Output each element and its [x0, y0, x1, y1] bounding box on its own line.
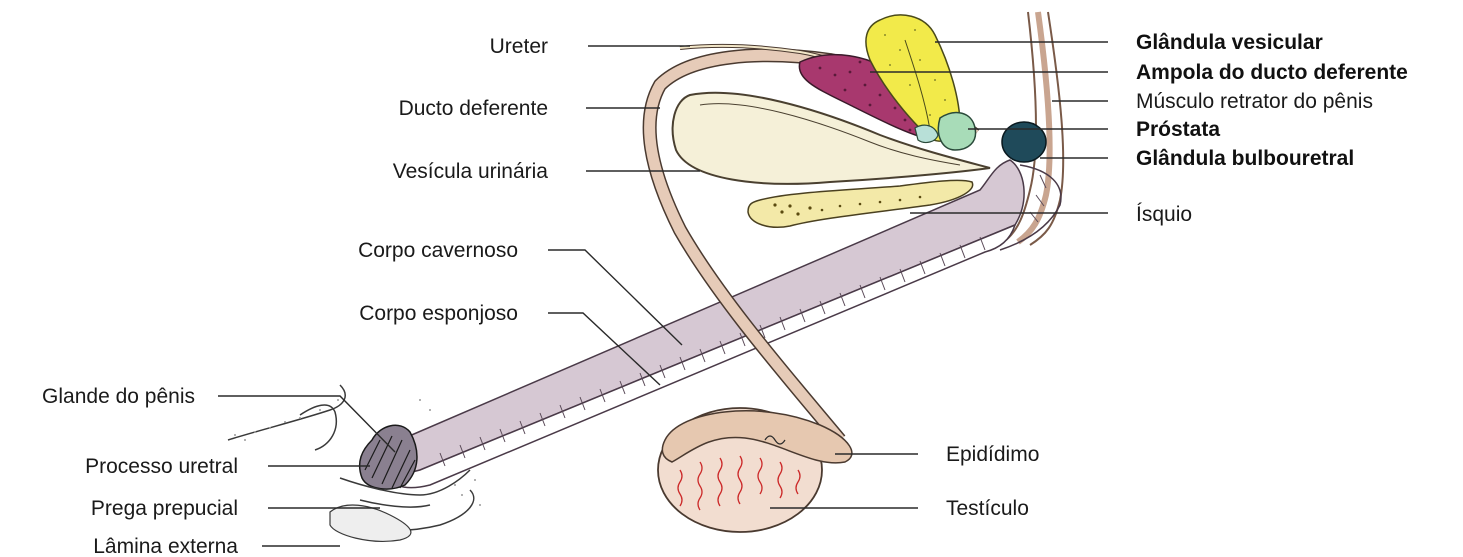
- label-glandula-vesicular: Glândula vesicular: [1136, 31, 1323, 54]
- glandula-bulbouretral-shape: [1002, 122, 1046, 162]
- label-ampola-do-ducto-deferente: Ampola do ducto deferente: [1136, 61, 1408, 84]
- label-processo-uretral: Processo uretral: [85, 455, 238, 478]
- left-labels: Ureter Ducto deferente Vesícula urinária…: [42, 35, 548, 557]
- label-lamina-externa: Lâmina externa: [93, 535, 238, 557]
- lamina-externa-shape: [330, 505, 411, 541]
- label-glandula-bulbouretral: Glândula bulbouretral: [1136, 147, 1354, 170]
- glande-do-penis-shape: [360, 425, 417, 489]
- label-testiculo: Testículo: [946, 497, 1029, 520]
- label-epididimo: Epidídimo: [946, 443, 1039, 466]
- label-isquio: Ísquio: [1136, 203, 1192, 226]
- label-musculo-retrator-do-penis: Músculo retrator do pênis: [1136, 90, 1373, 113]
- label-corpo-cavernoso: Corpo cavernoso: [358, 239, 518, 262]
- right-labels: Glândula vesicular Ampola do ducto defer…: [946, 31, 1408, 520]
- label-ducto-deferente: Ducto deferente: [399, 97, 548, 120]
- label-glande-do-penis: Glande do pênis: [42, 385, 195, 408]
- label-vesicula-urinaria: Vesícula urinária: [393, 160, 549, 183]
- label-prostata: Próstata: [1136, 118, 1220, 141]
- label-corpo-esponjoso: Corpo esponjoso: [359, 302, 518, 325]
- label-ureter: Ureter: [490, 35, 548, 58]
- label-prega-prepucial: Prega prepucial: [91, 497, 238, 520]
